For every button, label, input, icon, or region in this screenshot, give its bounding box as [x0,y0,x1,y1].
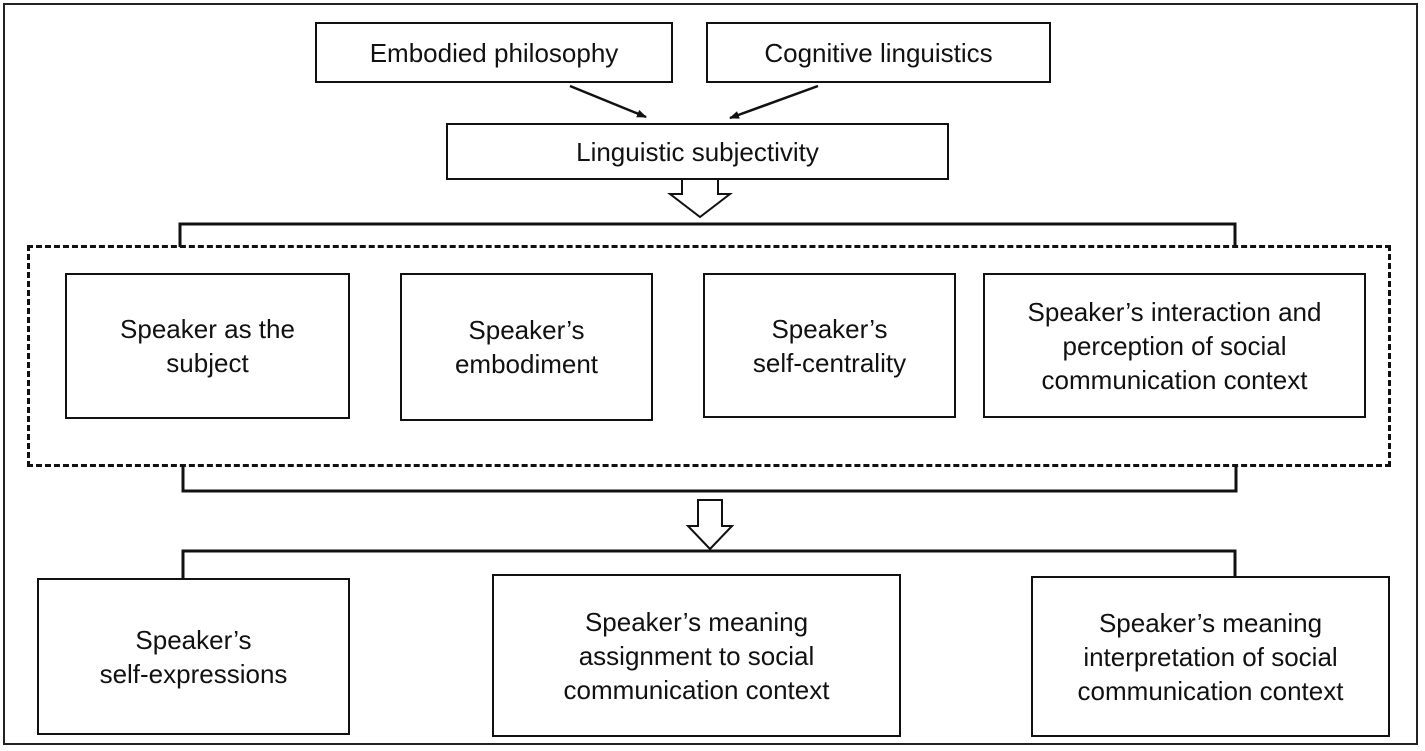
source-label-embodied-philosophy: Embodied philosophy [369,37,619,68]
dimension-text-speaker-interaction-perception: Speaker’s interaction and perception of … [1028,295,1322,397]
outcome-line: Speaker’s meaning [1098,607,1323,638]
source-box-cognitive-linguistics: Cognitive linguistics [706,22,1051,83]
core-box-linguistic-subjectivity: Linguistic subjectivity [446,123,949,180]
dimension-line: communication context [1041,364,1308,395]
dimension-line: perception of social [1062,330,1287,361]
outcome-line: interpretation of social [1083,641,1338,672]
diagram-frame [3,3,1418,745]
bottom-bracket [181,549,1237,578]
outcome-line: assignment to social [578,640,815,671]
source-label-cognitive-linguistics: Cognitive linguistics [764,37,993,68]
outcome-line: Speaker’s [135,624,252,655]
outcome-box-meaning-interpretation: Speaker’s meaning interpretation of soci… [1031,576,1390,737]
dimensions-dashed-group [27,245,1391,467]
dimension-line: self-centrality [752,347,907,378]
dimension-box-speaker-as-subject: Speaker as the subject [65,273,350,419]
arrow-embodied-to-subjectivity [569,84,647,119]
outcome-line: communication context [563,674,830,705]
core-label-linguistic-subjectivity: Linguistic subjectivity [576,136,819,167]
dimension-line: embodiment [454,349,599,379]
hollow-down-arrow-2 [685,499,735,551]
outcome-text-self-expressions: Speaker’s self-expressions [100,623,288,691]
outcome-text-meaning-assignment: Speaker’s meaning assignment to social c… [564,605,830,707]
hollow-down-arrow-1 [667,180,733,219]
dimension-line: Speaker’s [771,313,888,344]
outcome-line: self-expressions [99,658,288,689]
dimension-text-speaker-embodiment: Speaker’s embodiment [455,313,598,381]
outcome-line: Speaker’s meaning [584,606,809,637]
dimension-box-speaker-embodiment: Speaker’s embodiment [400,273,653,421]
outcome-box-meaning-assignment: Speaker’s meaning assignment to social c… [492,574,901,737]
middle-bracket [181,466,1238,493]
source-box-embodied-philosophy: Embodied philosophy [315,22,673,83]
dimension-box-speaker-self-centrality: Speaker’s self-centrality [703,273,956,418]
outcome-box-self-expressions: Speaker’s self-expressions [37,578,350,735]
outcome-text-meaning-interpretation: Speaker’s meaning interpretation of soci… [1078,606,1344,708]
dimension-text-speaker-self-centrality: Speaker’s self-centrality [753,312,906,380]
dimension-line: Speaker’s interaction and [1027,296,1322,327]
dimension-line: subject [166,348,249,378]
dimension-line: Speaker as the [120,314,295,344]
outcome-line: communication context [1077,675,1344,706]
dimension-text-speaker-as-subject: Speaker as the subject [120,312,295,380]
top-bracket [178,222,1237,247]
dimension-box-speaker-interaction-perception: Speaker’s interaction and perception of … [983,273,1366,418]
arrow-cognitive-to-subjectivity [729,84,819,120]
dimension-line: Speaker’s [468,315,585,345]
